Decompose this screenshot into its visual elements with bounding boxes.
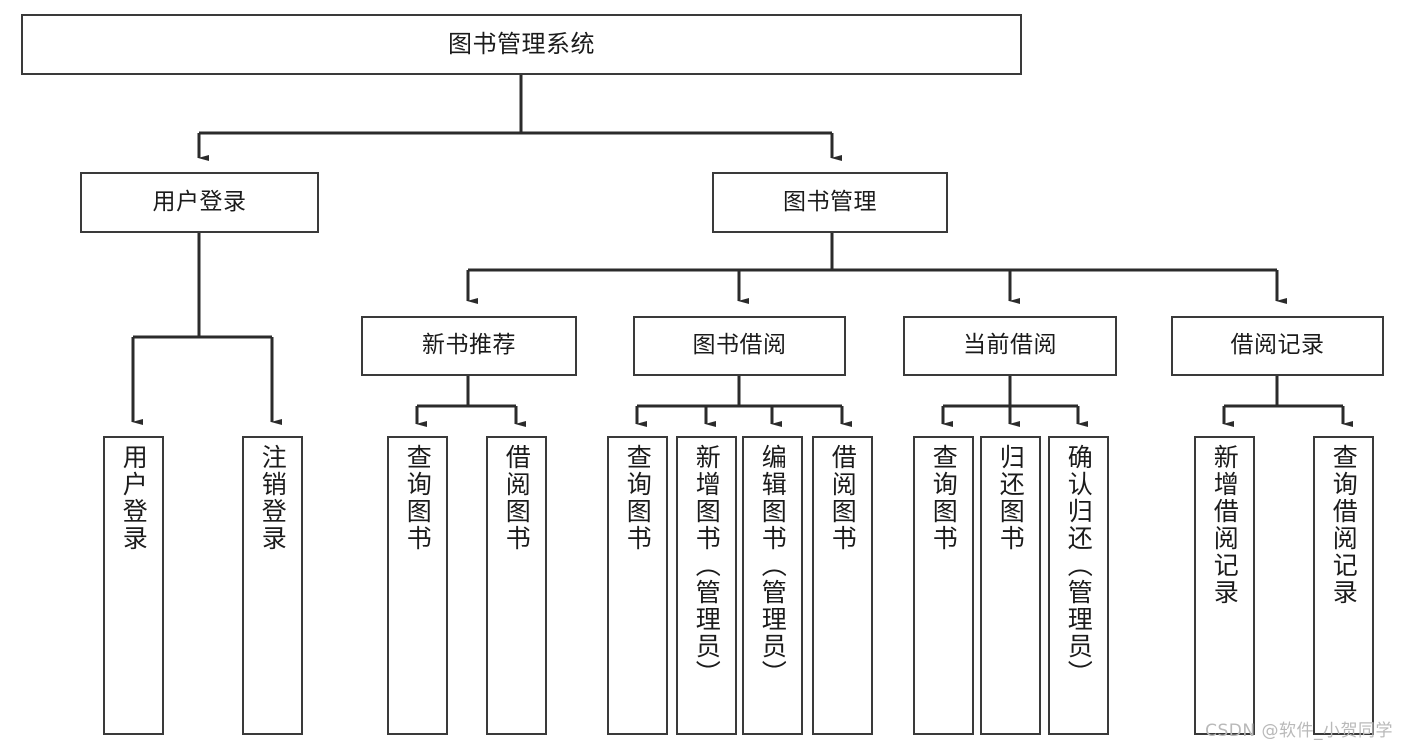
node-leaf-add-record-label: 新增借阅记录 (1210, 444, 1240, 606)
node-current-borrow-label: 当前借阅 (963, 332, 1057, 359)
node-leaf-add-book-label: 新增图书（管理员） (692, 444, 722, 687)
node-root[interactable]: 图书管理系统 (21, 14, 1022, 75)
node-current-borrow[interactable]: 当前借阅 (903, 316, 1117, 376)
node-leaf-user-login[interactable]: 用户登录 (103, 436, 164, 735)
node-leaf-query-book-2-label: 查询图书 (623, 444, 653, 552)
node-leaf-borrow-book-2[interactable]: 借阅图书 (812, 436, 873, 735)
node-leaf-query-book-2[interactable]: 查询图书 (607, 436, 668, 735)
node-leaf-query-book-3-label: 查询图书 (929, 444, 959, 552)
node-new-book-rec-label: 新书推荐 (422, 332, 516, 359)
node-leaf-add-record[interactable]: 新增借阅记录 (1194, 436, 1255, 735)
node-leaf-query-book-3[interactable]: 查询图书 (913, 436, 974, 735)
node-leaf-return-book[interactable]: 归还图书 (980, 436, 1041, 735)
node-book-borrow-label: 图书借阅 (692, 332, 787, 359)
node-borrow-record[interactable]: 借阅记录 (1171, 316, 1384, 376)
node-leaf-confirm-return-label: 确认归还（管理员） (1064, 444, 1094, 687)
node-leaf-query-record[interactable]: 查询借阅记录 (1313, 436, 1374, 735)
node-leaf-add-book[interactable]: 新增图书（管理员） (676, 436, 737, 735)
node-leaf-query-record-label: 查询借阅记录 (1329, 444, 1359, 606)
node-book-borrow[interactable]: 图书借阅 (633, 316, 846, 376)
node-new-book-rec[interactable]: 新书推荐 (361, 316, 577, 376)
node-book-manage-label: 图书管理 (783, 188, 877, 215)
node-borrow-record-label: 借阅记录 (1230, 332, 1325, 359)
node-leaf-borrow-book-1-label: 借阅图书 (502, 444, 532, 552)
node-leaf-logout-label: 注销登录 (258, 444, 288, 552)
node-leaf-confirm-return[interactable]: 确认归还（管理员） (1048, 436, 1109, 735)
node-book-manage[interactable]: 图书管理 (712, 172, 948, 233)
watermark: CSDN @软件_小贺同学 (1205, 721, 1393, 741)
node-leaf-return-book-label: 归还图书 (996, 444, 1026, 552)
node-leaf-user-login-label: 用户登录 (119, 444, 149, 552)
node-leaf-edit-book-label: 编辑图书（管理员） (758, 444, 788, 687)
node-leaf-logout[interactable]: 注销登录 (242, 436, 303, 735)
node-leaf-borrow-book-2-label: 借阅图书 (828, 444, 858, 552)
node-user-login[interactable]: 用户登录 (80, 172, 319, 233)
node-leaf-query-book-1-label: 查询图书 (403, 444, 433, 552)
node-leaf-borrow-book-1[interactable]: 借阅图书 (486, 436, 547, 735)
node-leaf-edit-book[interactable]: 编辑图书（管理员） (742, 436, 803, 735)
node-user-login-label: 用户登录 (152, 188, 247, 215)
node-leaf-query-book-1[interactable]: 查询图书 (387, 436, 448, 735)
node-root-label: 图书管理系统 (448, 30, 595, 59)
